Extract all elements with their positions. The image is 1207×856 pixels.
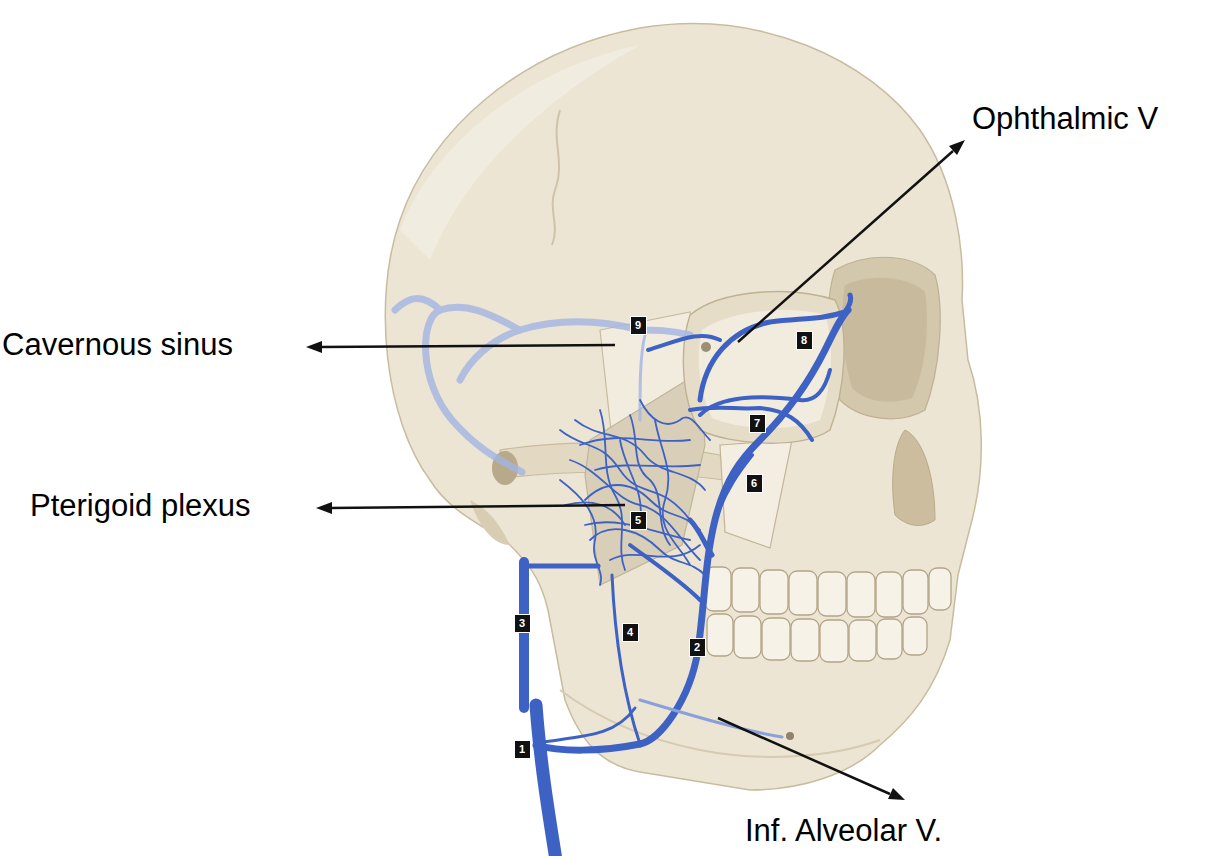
teeth xyxy=(929,568,951,610)
teeth xyxy=(849,620,876,661)
leader-line xyxy=(316,502,332,514)
callout-number: 4 xyxy=(622,623,639,642)
orbit xyxy=(842,278,927,402)
skull-bone xyxy=(385,24,981,790)
callout-number: 1 xyxy=(514,740,531,759)
structure-label: Cavernous sinus xyxy=(2,326,233,363)
callout-number: 6 xyxy=(746,474,763,493)
vein xyxy=(524,564,598,569)
teeth xyxy=(762,618,790,660)
vein xyxy=(524,295,851,856)
teeth xyxy=(820,620,848,662)
pterygoid-plexus-veins xyxy=(560,480,601,585)
vein xyxy=(700,370,830,415)
pterygoid-plexus-veins xyxy=(585,485,700,530)
callout-number: 9 xyxy=(630,316,647,335)
pterygoid-plexus-veins xyxy=(580,438,690,445)
orbit xyxy=(683,257,940,443)
leader-line xyxy=(306,341,322,353)
pterygoid-plexus-veins xyxy=(595,465,700,470)
pterygoid-plexus-veins xyxy=(610,545,700,560)
teeth xyxy=(903,617,927,655)
teeth xyxy=(734,616,761,658)
structure-label: Inf. Alveolar V. xyxy=(745,812,942,849)
dural-sinus xyxy=(395,298,440,310)
structure-label: Ophthalmic V xyxy=(972,100,1158,137)
callout-slot: 1 xyxy=(514,740,531,759)
teeth xyxy=(876,572,902,617)
teeth xyxy=(847,572,875,617)
vein xyxy=(700,295,851,400)
callout-slot: 8 xyxy=(796,331,813,350)
pterygoid-plexus-veins xyxy=(560,400,712,585)
mandible-detail xyxy=(786,732,794,740)
callout-number: 3 xyxy=(514,614,531,633)
label-slot: Cavernous sinus xyxy=(2,326,233,363)
pterygoid-plexus-veins xyxy=(620,440,641,520)
vein xyxy=(640,310,848,744)
vein xyxy=(612,575,640,744)
pterygoid-plexus-veins xyxy=(590,529,705,575)
callout-slot: 2 xyxy=(689,638,706,657)
teeth xyxy=(791,619,819,661)
skull-bone xyxy=(552,110,560,245)
leader-line xyxy=(949,140,965,155)
vein xyxy=(536,705,556,856)
vein xyxy=(630,545,700,600)
pterygoid-plexus-veins xyxy=(600,410,625,570)
orbit xyxy=(828,257,940,418)
dural-sinus xyxy=(395,298,690,472)
pterygoid-plexus-veins xyxy=(575,420,705,490)
vein xyxy=(519,562,529,708)
skull-bone xyxy=(385,24,981,790)
cutaway-region xyxy=(720,440,792,548)
vein xyxy=(536,744,640,750)
callout-slot: 6 xyxy=(746,474,763,493)
dural-sinus xyxy=(460,322,690,380)
callout-slot: 9 xyxy=(630,316,647,335)
vein xyxy=(648,336,720,350)
leader-line xyxy=(738,151,953,342)
teeth xyxy=(903,570,928,614)
callout-slot: 5 xyxy=(630,511,647,530)
label-slot: Pterigoid plexus xyxy=(30,487,251,524)
callout-number: 8 xyxy=(796,331,813,350)
callout-number: 5 xyxy=(630,511,647,530)
teeth xyxy=(760,570,788,614)
dural-sinus xyxy=(426,307,522,472)
teeth xyxy=(705,567,951,662)
label-slot: Inf. Alveolar V. xyxy=(745,812,942,849)
teeth xyxy=(877,619,902,659)
vein xyxy=(542,708,635,742)
teeth xyxy=(789,571,817,615)
pterygoid-plexus-veins xyxy=(640,400,710,440)
label-slot: Ophthalmic V xyxy=(972,100,1158,137)
teeth xyxy=(818,572,846,616)
callout-number: 2 xyxy=(689,638,706,657)
leader-line xyxy=(306,140,965,800)
cutaway-region xyxy=(585,372,705,585)
teeth xyxy=(732,568,759,612)
leader-line xyxy=(888,788,905,800)
nasal-aperture xyxy=(893,430,935,525)
callout-slot: 3 xyxy=(514,614,531,633)
leader-line xyxy=(320,345,615,347)
callout-slot: 7 xyxy=(749,414,766,433)
vein xyxy=(690,408,812,440)
callout-slot: 4 xyxy=(622,623,639,642)
teeth xyxy=(707,614,733,656)
vein xyxy=(640,700,782,737)
leader-line xyxy=(330,505,625,508)
callout-number: 7 xyxy=(749,414,766,433)
skull-bone xyxy=(400,45,640,260)
leader-line xyxy=(718,718,890,794)
nasal-aperture xyxy=(893,430,935,525)
structure-label: Pterigoid plexus xyxy=(30,487,251,524)
orbit xyxy=(701,342,711,352)
